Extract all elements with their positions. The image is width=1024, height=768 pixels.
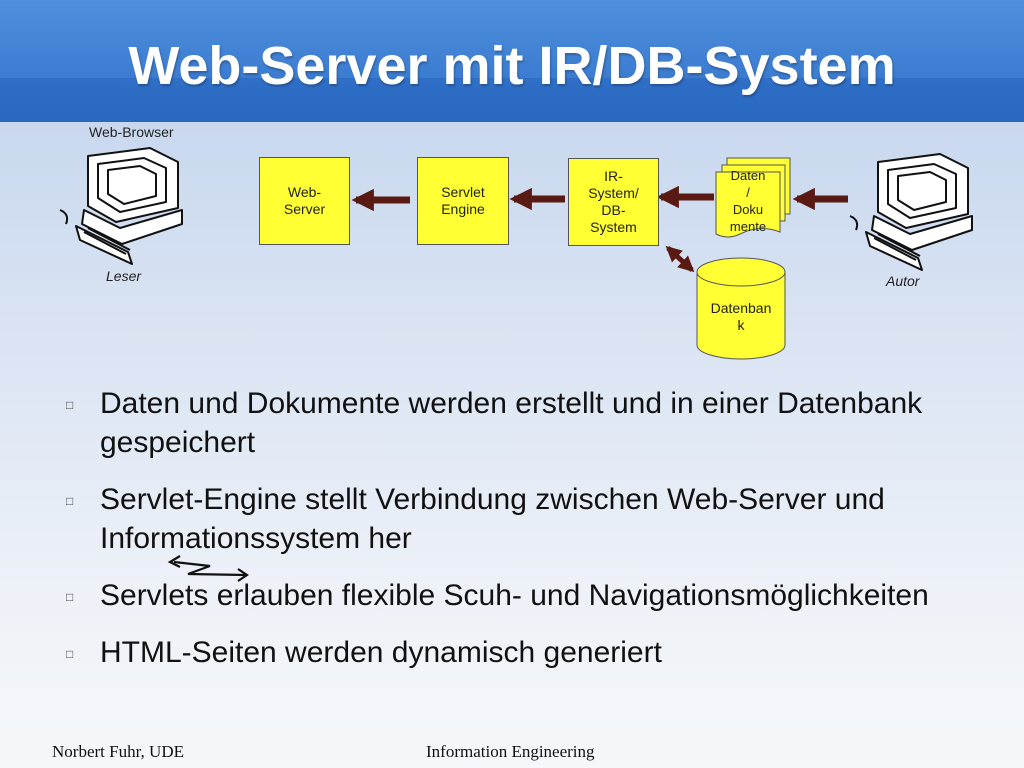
bullet-text: Daten und Dokumente werden erstellt und … (100, 387, 923, 459)
title-bar (0, 0, 1024, 122)
autor-label: Autor (886, 273, 920, 289)
servlet-engine-label: Servlet Engine (441, 184, 485, 217)
arrow-ir-database (665, 245, 695, 273)
bullet-list: □ Daten und Dokumente werden erstellt un… (66, 384, 966, 690)
bullet-marker: □ (66, 590, 74, 604)
bullet-text: Servlets erlauben flexible Scuh- und Nav… (100, 579, 929, 612)
bullet-item: □ HTML-Seiten werden dynamisch generiert (66, 633, 966, 672)
bullet-marker: □ (66, 398, 74, 412)
bullet-item: □ Daten und Dokumente werden erstellt un… (66, 384, 966, 462)
bullet-text: Servlet-Engine stellt Verbindung zwische… (100, 483, 885, 555)
web-browser-label: Web-Browser (89, 124, 174, 140)
servlet-engine-box: Servlet Engine (417, 157, 509, 245)
bullet-marker: □ (66, 647, 74, 661)
connection-doodle-arrow (167, 555, 249, 582)
footer-course: Information Engineering (426, 742, 595, 761)
web-server-box: Web- Server (259, 157, 350, 245)
bullet-marker: □ (66, 494, 74, 508)
ir-system-label: IR- System/ DB- System (588, 168, 639, 235)
bullet-item: □ Servlet-Engine stellt Verbindung zwisc… (66, 480, 966, 558)
computer-icon (849, 153, 973, 271)
leser-label: Leser (106, 268, 142, 284)
database-label: Datenban k (710, 300, 772, 333)
bullet-text: HTML-Seiten werden dynamisch generiert (100, 636, 662, 669)
footer-author: Norbert Fuhr, UDE (52, 742, 184, 761)
document-stack-icon (715, 157, 791, 238)
computer-icon (59, 147, 183, 265)
database-cylinder (696, 257, 786, 360)
documents-label: Daten / Doku mente (729, 168, 767, 234)
ir-system-box: IR- System/ DB- System (568, 158, 659, 246)
slide-title: Web-Server mit IR/DB-System (128, 36, 896, 96)
bullet-item: □ Servlets erlauben flexible Scuh- und N… (66, 576, 966, 615)
web-server-label: Web- Server (283, 184, 326, 217)
